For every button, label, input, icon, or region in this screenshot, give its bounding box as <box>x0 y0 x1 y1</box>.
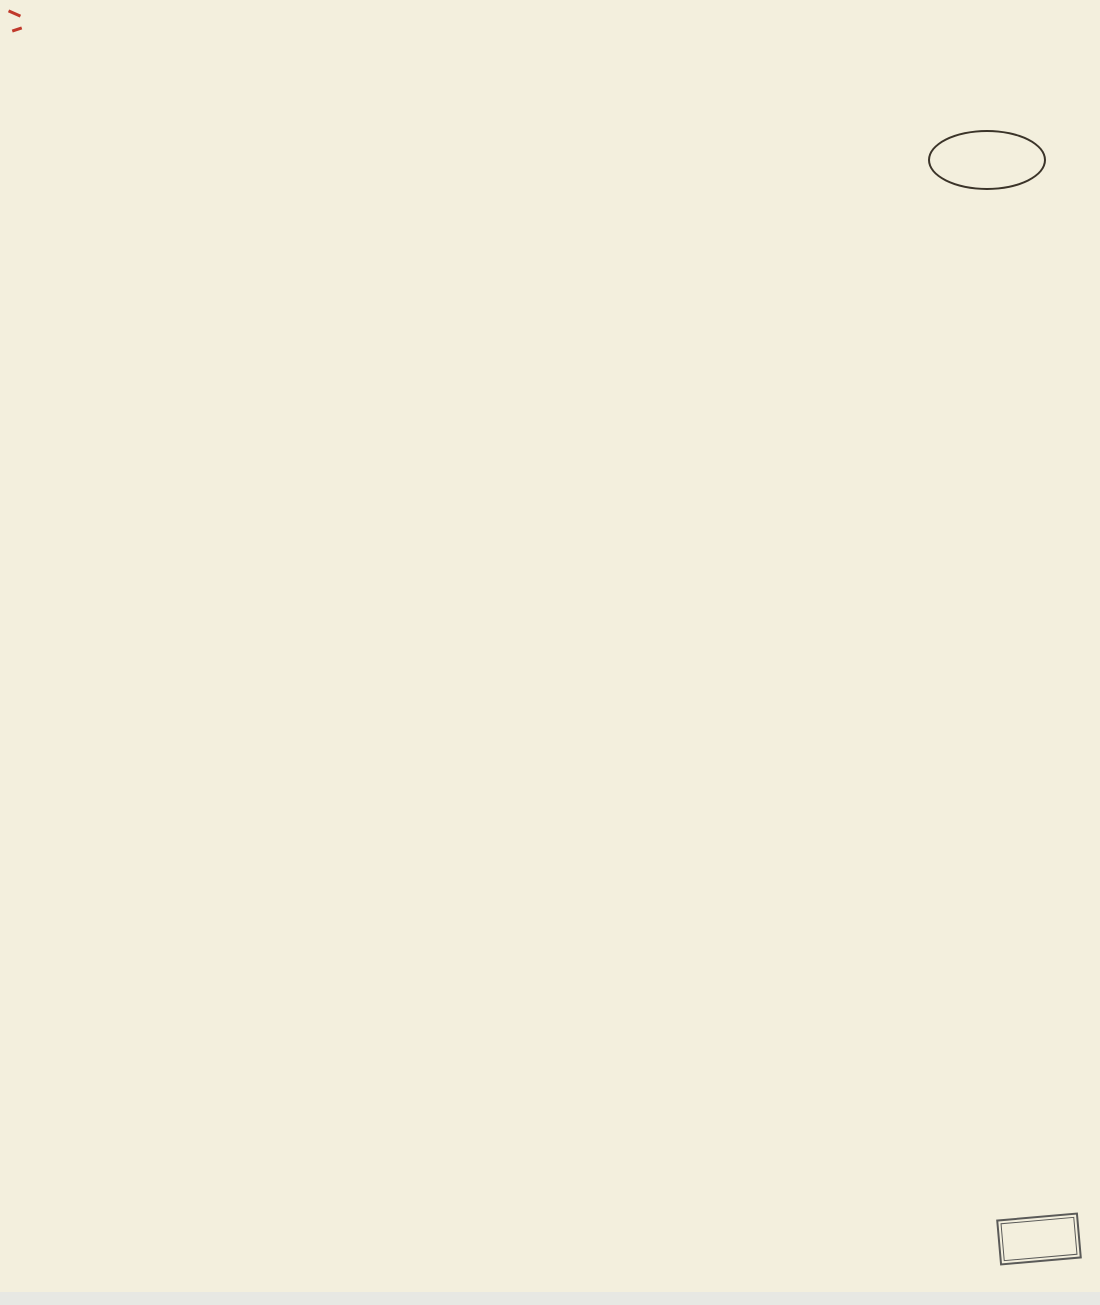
library-of-congress-stamp <box>996 1212 1082 1266</box>
date-stamp-oval <box>928 130 1046 190</box>
amnet-text-block <box>924 896 1094 902</box>
stamp-inner-border <box>1000 1216 1078 1262</box>
scan-edge <box>0 1292 1100 1305</box>
